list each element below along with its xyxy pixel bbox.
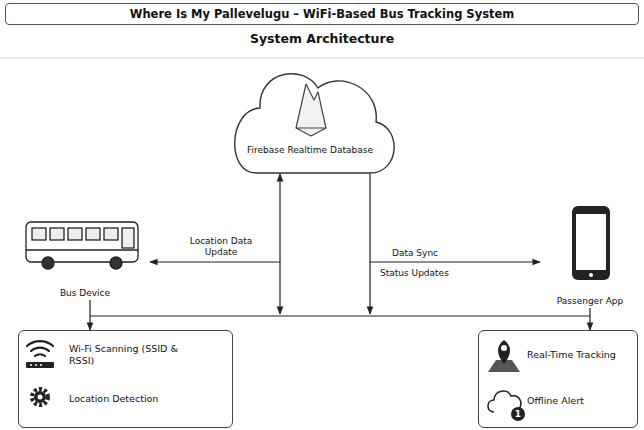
node-label: Bus Device — [60, 288, 110, 299]
router-icon — [26, 362, 54, 368]
drawing-part — [31, 348, 49, 351]
edge-label: Location Data Update — [178, 236, 264, 258]
feature-label: Wi-Fi Scanning (SSID & RSSI) — [69, 343, 179, 367]
link-line — [369, 262, 370, 314]
drawing-part — [27, 341, 53, 346]
drawing-part — [110, 257, 122, 269]
drawing-part — [50, 228, 64, 240]
drawing-part — [32, 389, 48, 405]
feature-label: Location Detection — [69, 393, 209, 405]
node-label: Passenger App — [557, 296, 624, 307]
feature-label: Offline Alert — [527, 395, 632, 407]
drawing-part — [26, 362, 54, 368]
divider-line — [0, 58, 644, 59]
bus-device: Bus Device — [20, 215, 150, 300]
drawing-part — [576, 214, 606, 270]
bus-icon — [26, 222, 138, 269]
connector — [150, 174, 280, 262]
drawing-part — [40, 364, 42, 366]
title-box: Where Is My Pallevelugu – WiFi-Based Bus… — [5, 3, 639, 25]
drawing-part — [68, 228, 82, 240]
drawing-part — [35, 364, 37, 366]
drawing-part — [104, 228, 118, 240]
node-label: Firebase Realtime Database — [247, 145, 373, 156]
drawing-part — [498, 340, 510, 364]
link-line — [90, 315, 590, 316]
connector — [589, 308, 590, 330]
edge-label: Data Sync — [392, 248, 482, 259]
drawing-part — [589, 273, 593, 277]
map-pin-icon — [488, 340, 520, 372]
subtitle: System Architecture — [0, 31, 644, 46]
drawing-part — [42, 257, 54, 269]
drawing-part — [30, 364, 32, 366]
drawing-part — [35, 354, 45, 356]
drawing-part — [511, 407, 525, 421]
drawing-part — [572, 206, 610, 280]
link-line — [279, 262, 280, 314]
drawing-part — [34, 391, 46, 403]
feature-box: Wi-Fi Scanning (SSID & RSSI) Location Det… — [18, 330, 233, 428]
cloud-icon — [488, 391, 525, 421]
drawing-part — [122, 228, 134, 248]
phone-icon — [572, 206, 610, 280]
cloud-node: Firebase Realtime Database — [220, 62, 400, 174]
drawing-part — [26, 249, 138, 250]
connector — [89, 300, 90, 330]
badge-number: 1 — [511, 407, 525, 421]
firebase-logo — [296, 84, 326, 136]
wifi-icon — [27, 341, 53, 356]
cloud-shape — [220, 62, 400, 174]
gear-icon — [32, 389, 48, 405]
passenger-app: Passenger App — [540, 200, 640, 308]
drawing-part — [501, 345, 507, 351]
drawing-part — [26, 222, 138, 262]
flow-label: Status Updates — [380, 268, 470, 279]
connector — [370, 174, 540, 262]
drawing-part — [38, 395, 43, 400]
drawing-part — [86, 228, 100, 240]
feature-label: Real-Time Tracking — [527, 349, 632, 361]
feature-box: Real-Time TrackingOffline Alert — [478, 330, 638, 428]
cloud-outline — [235, 74, 394, 173]
drawing-part — [32, 228, 46, 240]
